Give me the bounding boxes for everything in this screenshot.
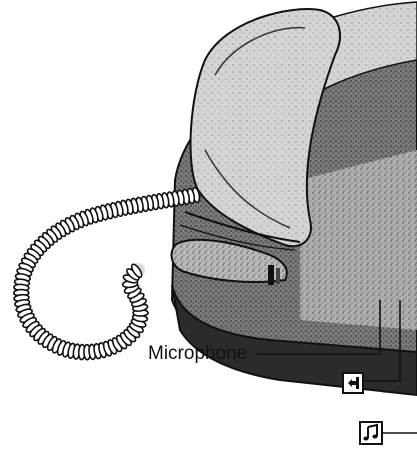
microphone-slot: [268, 265, 280, 285]
microphone-label: Microphone: [148, 344, 247, 363]
headset-jack-icon: [342, 372, 364, 394]
music-note-icon: [359, 421, 383, 445]
